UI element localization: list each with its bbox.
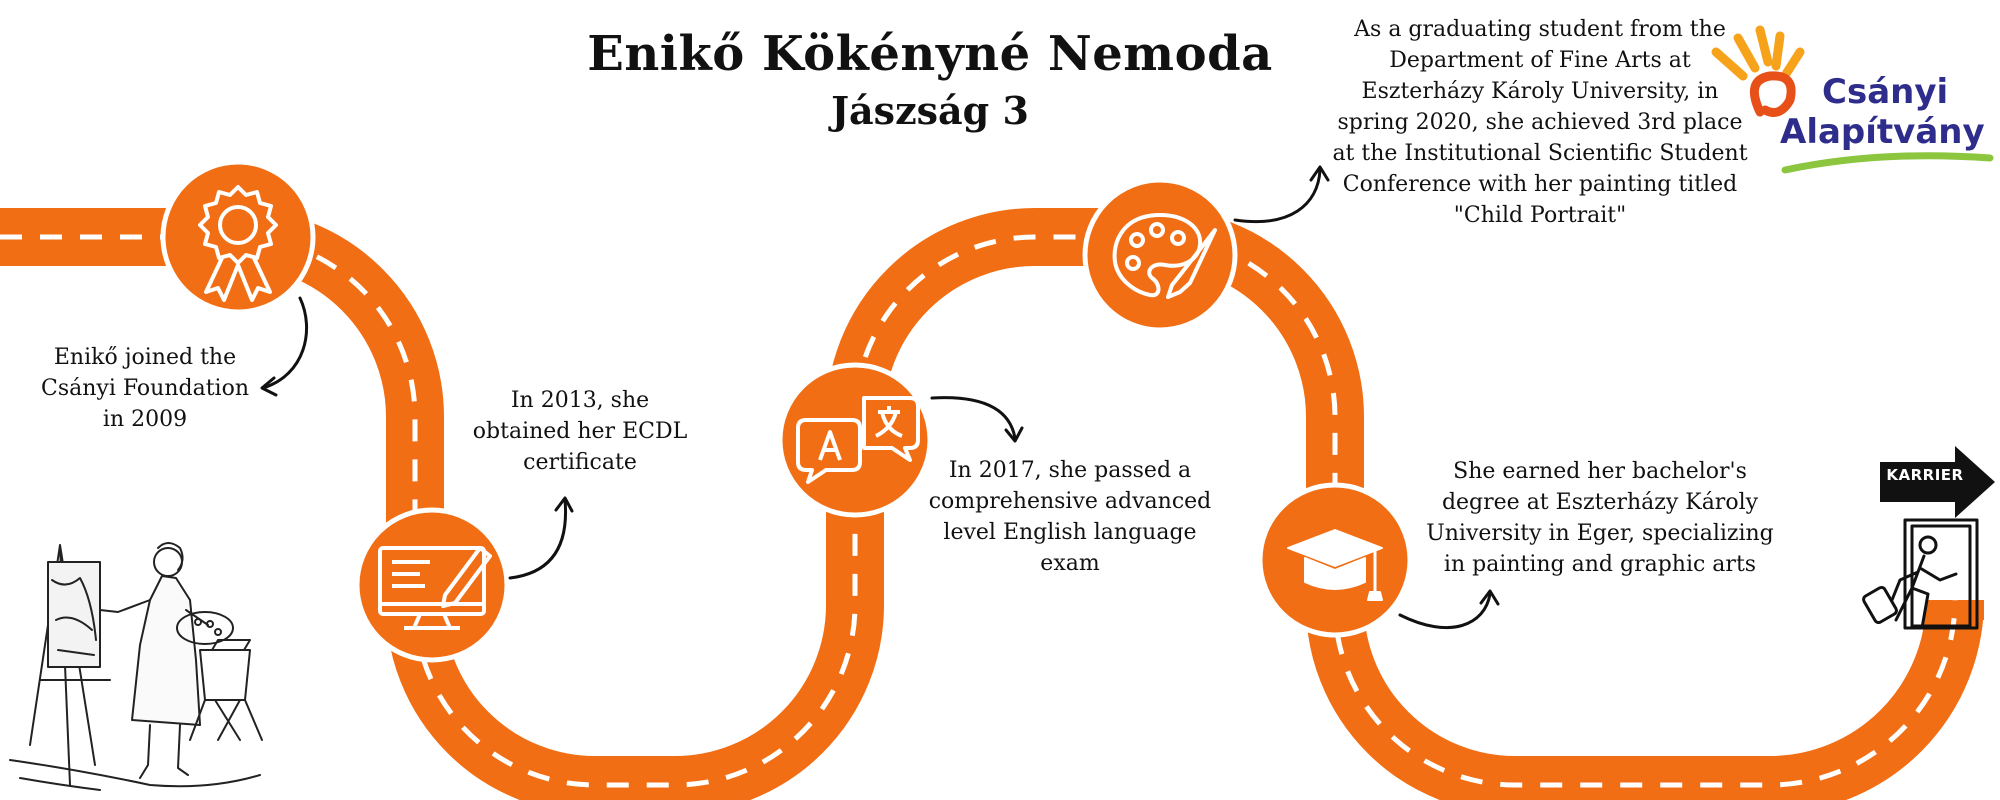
arrow-1-icon <box>260 296 308 397</box>
exit-door-icon <box>1862 518 1979 630</box>
artist-painting-illustration <box>9 542 263 791</box>
arrow-5-icon <box>1398 589 1500 630</box>
milestone-3-text: In 2017, she passed a comprehensive adva… <box>928 458 1212 576</box>
milestone-2-text: In 2013, she obtained her ECDL certifica… <box>472 388 688 475</box>
milestone-1-circle <box>160 159 316 315</box>
arrow-3-icon <box>930 396 1024 443</box>
milestone-5-circle <box>1257 482 1413 638</box>
milestone-5-text: She earned her bachelor's degree at Eszt… <box>1426 459 1774 577</box>
arrow-2-icon <box>508 496 574 580</box>
career-sign <box>1880 446 1995 518</box>
milestone-4-text: As a graduating student from the Departm… <box>1332 17 1748 228</box>
award-ribbon-icon <box>198 185 278 302</box>
foundation-logo-line2: Alapítvány <box>1780 112 1985 152</box>
milestone-1-text: Enikő joined the Csányi Foundation in 20… <box>40 345 249 432</box>
career-sign-label: KARRIER <box>1886 466 1964 484</box>
computer-certificate-icon <box>378 546 492 630</box>
page-subtitle: Jászság 3 <box>831 88 1029 133</box>
arrow-4-icon <box>1233 165 1330 224</box>
milestone-4-circle <box>1082 177 1238 333</box>
milestone-3-circle <box>777 362 933 518</box>
foundation-logo-sun <box>1711 25 1994 174</box>
art-palette-brush-icon <box>1112 213 1217 299</box>
language-translation-icon <box>796 396 920 484</box>
foundation-logo-line1: Csányi <box>1822 72 1949 112</box>
page-title: Enikő Kökényné Nemoda <box>587 26 1273 82</box>
graduation-cap-icon <box>1287 529 1383 601</box>
milestone-2-circle <box>354 507 510 663</box>
